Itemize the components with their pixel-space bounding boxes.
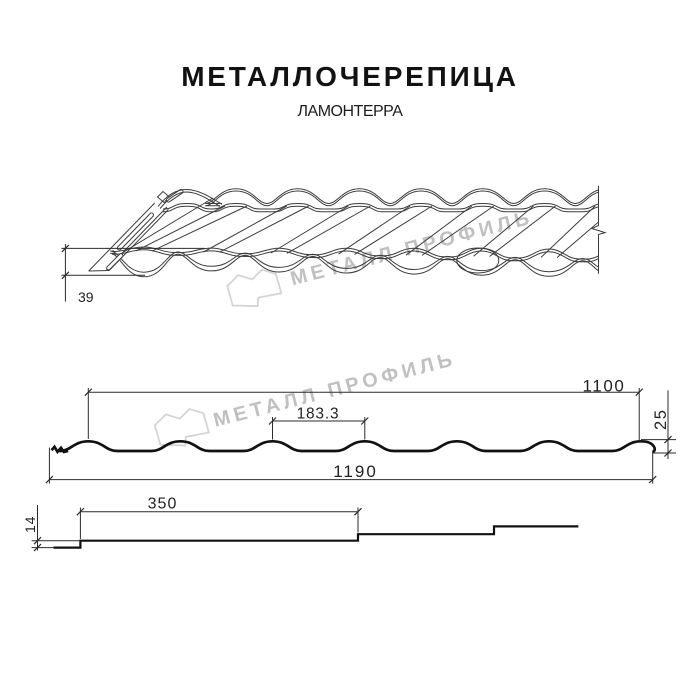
svg-text:1190: 1190: [333, 462, 378, 481]
svg-text:14: 14: [22, 516, 38, 533]
svg-text:25: 25: [652, 409, 670, 430]
svg-text:1100: 1100: [583, 376, 626, 395]
svg-text:183.3: 183.3: [297, 405, 340, 422]
svg-text:350: 350: [148, 495, 178, 512]
svg-text:39: 39: [78, 289, 94, 305]
